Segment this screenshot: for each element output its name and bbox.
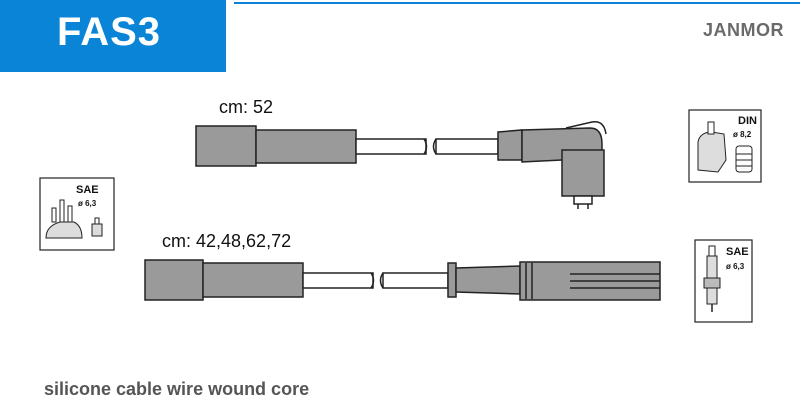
footer-note: silicone cable wire wound core	[44, 379, 310, 399]
cable-1-break-left	[423, 138, 428, 155]
cable-2-length: cm: 42,48,62,72	[162, 231, 292, 251]
cable-1-elbow-cap	[565, 121, 607, 135]
cable-1	[195, 121, 607, 209]
cable-1-wire-right	[435, 138, 499, 155]
product-code: FAS3	[57, 10, 162, 54]
distributor-diameter: ø 6,3	[78, 199, 97, 208]
cable-2-boot-taper	[455, 265, 521, 295]
cable-2-boot-left	[144, 259, 204, 301]
ignition-coil-icon: DIN ø 8,2	[688, 109, 762, 183]
cable-2-sleeve	[202, 262, 304, 298]
cable-2-break-left	[370, 272, 375, 289]
cable-1-elbow-drop	[561, 149, 605, 197]
cable-1-boot-left	[195, 125, 257, 167]
coil-diameter: ø 8,2	[733, 130, 752, 139]
header-rule	[234, 2, 800, 4]
cable-1-length: cm: 52	[219, 97, 274, 117]
cable-2-wire-left	[302, 272, 374, 289]
spark-plug-icon: SAE ø 6,3	[694, 239, 753, 323]
spark-plug-standard: SAE	[726, 246, 749, 258]
cable-1-wire-left	[355, 138, 427, 155]
cable-1-sleeve	[255, 129, 357, 164]
coil-standard: DIN	[738, 115, 757, 127]
distributor-standard: SAE	[76, 184, 99, 196]
cable-1-ferrule	[497, 129, 523, 161]
cable-2-collar	[447, 262, 457, 298]
product-code-box: FAS3	[0, 0, 226, 72]
distributor-cap-icon: SAE ø 6,3	[39, 177, 115, 251]
cable-1-terminal	[573, 195, 593, 205]
spark-plug-diameter: ø 6,3	[726, 262, 745, 271]
brand-name: JANMOR	[702, 20, 784, 40]
cable-2	[144, 259, 661, 301]
cable-2-wire-right	[382, 272, 449, 289]
